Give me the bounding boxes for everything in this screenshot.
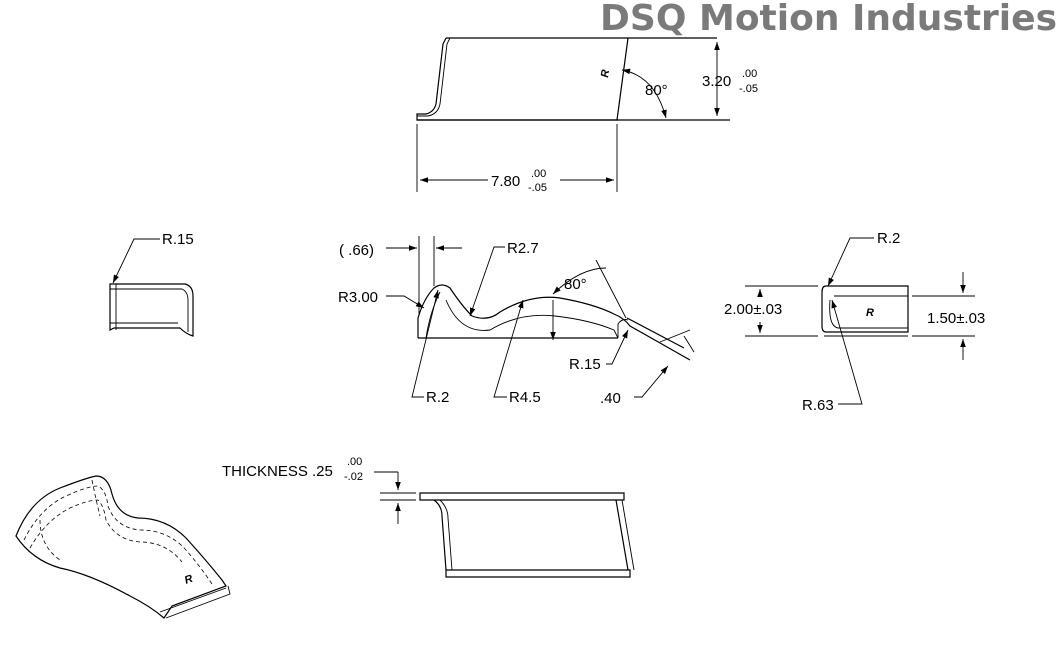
left-view-inner-edge (110, 288, 189, 332)
front-view-r015-label: R.15 (569, 356, 601, 373)
bottom-view-bottom-flange (445, 569, 631, 578)
bottom-view-right-wall-outer (621, 499, 635, 571)
right-view-h-ext (745, 285, 818, 337)
top-view-width-tol-upper: .00 (531, 168, 546, 180)
right-view-inner-height: 1.50±.03 (927, 310, 985, 327)
top-view-left-inner-edge (417, 37, 451, 117)
right-view-r02-leader (827, 237, 874, 287)
left-view-radius-label: R.15 (162, 231, 194, 248)
front-view-r02-leader (411, 289, 439, 398)
front-view-profile (417, 284, 691, 361)
front-view-r015-leader (606, 329, 629, 365)
front-view-inner-curve (445, 299, 619, 339)
bottom-view-thk-ext (380, 492, 416, 501)
bottom-view-thickness-tol-upper: .00 (347, 456, 362, 468)
right-view-outline (821, 285, 909, 333)
iso-view-part-mark: R (183, 573, 195, 587)
right-view: R R.2 2.00±.03 1.50±.03 R.63 (724, 230, 985, 414)
front-view-r45-label: R4.5 (509, 389, 541, 406)
front-view-r300-leader (386, 295, 425, 309)
front-view-slant-edge (626, 317, 685, 349)
front-view-len-ext2 (659, 329, 691, 343)
front-view-r02-label: R.2 (426, 389, 449, 406)
front-view-r27-leader (469, 246, 505, 317)
top-view-part-mark: R (599, 69, 612, 79)
front-view-len-ext (683, 335, 695, 353)
company-title: DSQ Motion Industries (600, 0, 1057, 39)
bottom-view-left-wall-inner (439, 499, 453, 571)
iso-view-flange-edge (165, 585, 231, 619)
iso-view-hidden-edge-2 (29, 499, 183, 563)
right-view-r02-label: R.2 (877, 230, 900, 247)
top-view-angle-label: 80° (645, 82, 668, 99)
top-view-left-profile (416, 37, 618, 121)
bottom-view-thickness-tol-lower: -.02 (344, 471, 363, 483)
left-view-outline (109, 283, 194, 337)
iso-view-hidden-edge-3 (39, 479, 101, 561)
front-view-r300-label: R3.00 (338, 289, 378, 306)
bottom-view-right-wall (615, 499, 629, 571)
right-view-inner-edges (824, 295, 908, 337)
front-view-r27-label: R2.7 (507, 240, 539, 257)
iso-view-hidden-edge-1 (23, 485, 213, 585)
right-view-outer-height: 2.00±.03 (724, 301, 782, 318)
front-view-ref-dim: ( .66) (339, 242, 374, 259)
bottom-view-thickness-label: THICKNESS .25 (222, 463, 333, 480)
top-view-height-tol-upper: .00 (742, 68, 757, 80)
front-view-r45-leader (493, 299, 524, 398)
iso-view: R (15, 475, 231, 619)
top-view-width-tol-lower: -.05 (528, 182, 547, 194)
front-view-angle-ext (595, 259, 627, 319)
left-view-radius-leader (112, 238, 160, 284)
front-view: ( .66) R2.7 80° R3.00 R.15 R.2 R4.5 .40 (338, 236, 695, 407)
top-view-slant-edge (616, 37, 629, 121)
right-view-inner-ext (912, 295, 975, 337)
top-view-height-tol-lower: -.05 (739, 83, 758, 95)
front-view-angle-label: 80° (564, 276, 587, 293)
bottom-view: THICKNESS .25 .00 -.02 (222, 456, 635, 578)
front-view-tip (617, 319, 629, 338)
iso-view-outline (15, 475, 227, 619)
top-view: R 80° 3.20 .00 -.05 7.80 .00 -.05 (416, 37, 758, 194)
top-view-height-value: 3.20 (702, 73, 731, 90)
top-view-width-value: 7.80 (491, 173, 520, 190)
iso-view-front-flange (159, 587, 227, 613)
front-view-len-label: .40 (600, 390, 621, 407)
top-view-angle-arc (621, 68, 667, 119)
right-view-r063-leader (831, 299, 863, 405)
front-view-len-leader (634, 365, 669, 398)
bottom-view-top-flange (419, 492, 625, 501)
right-view-r063-label: R.63 (802, 397, 834, 414)
right-view-part-mark: R (866, 307, 874, 319)
front-view-angle-arc (552, 267, 607, 295)
bottom-view-left-wall (433, 499, 447, 571)
left-view: R.15 (109, 231, 194, 337)
